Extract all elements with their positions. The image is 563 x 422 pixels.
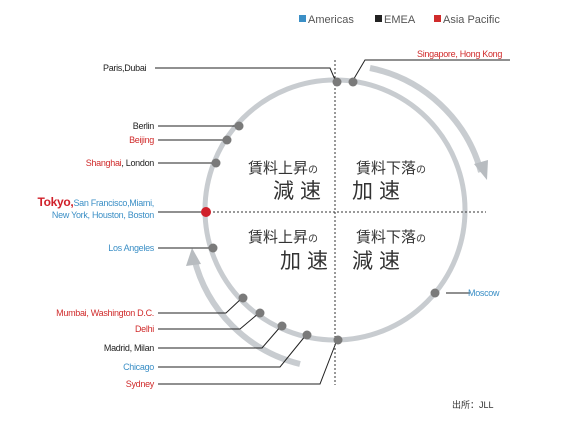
label-paris-dubai: Paris,Dubai — [103, 63, 147, 73]
quadrant-bottom-right: 賃料下落の 減速 — [352, 228, 426, 273]
label-mumbai-washington: Mumbai, Washington D.C. — [56, 308, 154, 318]
label-madrid-milan: Madrid, Milan — [104, 343, 154, 353]
arrow-head-left-icon — [186, 248, 201, 266]
label-chicago: Chicago — [123, 362, 154, 372]
dot-beijing — [222, 135, 232, 145]
svg-text:賃料下落の: 賃料下落の — [356, 159, 426, 177]
svg-text:減速: 減速 — [352, 249, 406, 273]
svg-text:賃料下落の: 賃料下落の — [356, 228, 426, 246]
city-dots — [208, 77, 440, 345]
label-shanghai-london: Shanghai, London — [86, 158, 155, 168]
label-ny-houston-boston: New York, Houston, Boston — [52, 210, 154, 220]
clockwise-arrow-top — [369, 65, 484, 173]
label-los-angeles: Los Angeles — [108, 243, 155, 253]
dot-tokyo — [201, 207, 211, 217]
leader-lines — [155, 59, 510, 385]
legend-asia-pacific: Asia Pacific — [443, 14, 500, 26]
label-singapore-hong-kong: Singapore, Hong Kong — [417, 49, 502, 59]
label-sydney: Sydney — [126, 379, 155, 389]
dot-sydney — [333, 335, 343, 345]
legend-swatch-asia-pacific — [434, 15, 441, 22]
svg-text:加速: 加速 — [352, 179, 406, 203]
dot-moscow — [430, 288, 440, 298]
legend-americas: Americas — [308, 14, 354, 26]
label-moscow: Moscow — [468, 288, 500, 298]
label-tokyo-sf-miami: Tokyo,San Francisco,Miami, — [37, 195, 154, 209]
source-note: 出所：JLL — [452, 399, 494, 410]
svg-text:加速: 加速 — [280, 249, 334, 273]
dot-berlin — [234, 121, 244, 131]
label-delhi: Delhi — [135, 324, 154, 334]
label-berlin: Berlin — [133, 121, 155, 131]
legend-swatch-americas — [299, 15, 306, 22]
dot-paris-dubai — [332, 77, 342, 87]
legend: Americas EMEA Asia Pacific — [299, 14, 500, 26]
dot-delhi — [255, 308, 265, 318]
quadrant-top-right: 賃料下落の 加速 — [352, 159, 426, 203]
legend-emea: EMEA — [384, 14, 416, 26]
dot-madrid-milan — [277, 321, 287, 331]
arrow-head-right-icon — [474, 160, 488, 180]
dot-los-angeles — [208, 243, 218, 253]
svg-text:賃料上昇の: 賃料上昇の — [248, 228, 318, 246]
svg-text:減速: 減速 — [273, 179, 327, 203]
dot-singapore-hong-kong — [348, 77, 358, 87]
dot-mumbai-washington — [238, 293, 248, 303]
quadrant-top-left: 賃料上昇の 減速 — [248, 159, 327, 203]
dot-shanghai-london — [211, 158, 221, 168]
clockwise-arrow-bottom — [191, 257, 301, 367]
legend-swatch-emea — [375, 15, 382, 22]
label-beijing: Beijing — [129, 135, 154, 145]
svg-text:賃料上昇の: 賃料上昇の — [248, 159, 318, 177]
dot-chicago — [302, 330, 312, 340]
quadrant-bottom-left: 賃料上昇の 加速 — [248, 228, 334, 273]
